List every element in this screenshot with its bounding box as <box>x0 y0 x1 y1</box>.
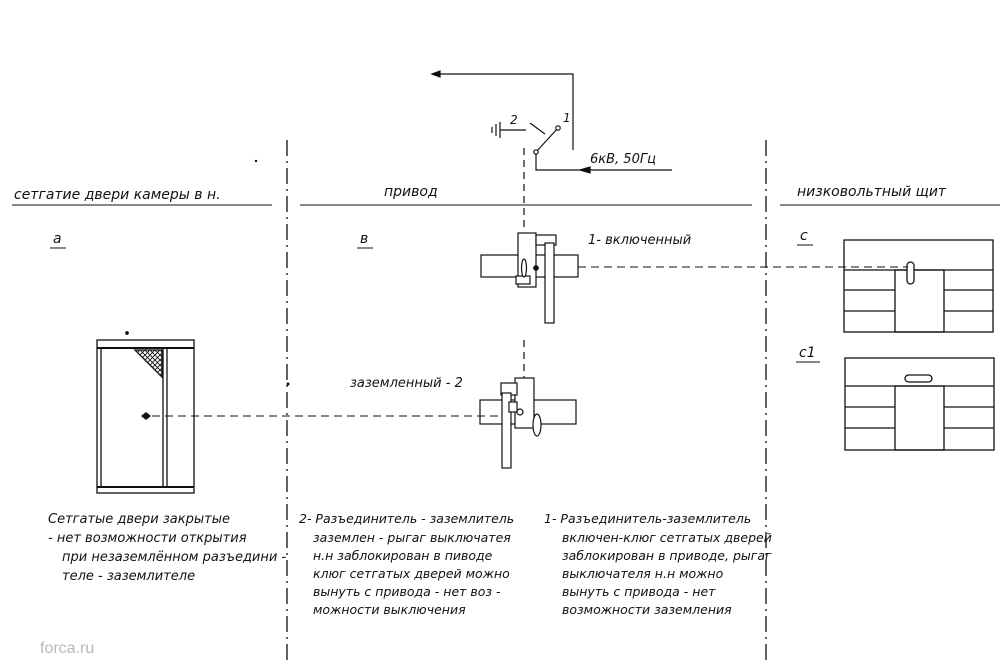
header-right: низковольтный щит <box>797 184 947 200</box>
caption-left: Сетгатые двери закрытые - нет возможност… <box>48 512 286 584</box>
lv-panel-c1 <box>844 357 995 451</box>
svg-text:Сетгатые двери закрытые: Сетгатые двери закрытые <box>48 512 230 527</box>
svg-text:включен-клюг сетгатых дверей: включен-клюг сетгатых дверей <box>562 530 772 545</box>
svg-text:- нет возможности открытия: - нет возможности открытия <box>48 531 247 546</box>
svg-text:клюг сетгатых дверей можно: клюг сетгатых дверей можно <box>313 566 510 581</box>
switch-pos-2: 2 <box>510 113 518 127</box>
drive-on <box>480 232 579 324</box>
svg-text:1- Разъединитель-заземлитель: 1- Разъединитель-заземлитель <box>544 511 751 526</box>
state-grounded-label: заземленный - 2 <box>350 376 463 391</box>
svg-text:вынуть с привода - нет: вынуть с привода - нет <box>562 584 716 599</box>
caption-right: 1- Разъединитель-заземлитель включен-клю… <box>544 511 772 617</box>
svg-text:вынуть с привода - нет воз -: вынуть с привода - нет воз - <box>313 584 501 599</box>
disconnector-switch <box>430 70 672 174</box>
panel-letter-c: с <box>800 228 808 244</box>
panel-letter-c1: с1 <box>799 345 816 361</box>
mesh-doors <box>96 331 195 494</box>
state-on-label: 1- включенный <box>588 233 691 248</box>
header-middle: привод <box>384 184 438 200</box>
svg-text:выключателя н.н можно: выключателя н.н можно <box>562 566 724 581</box>
panel-letter-a: а <box>53 231 62 247</box>
supply-label: 6кВ, 50Гц <box>590 152 656 167</box>
svg-text:теле - заземлителе: теле - заземлителе <box>62 569 195 584</box>
svg-text:заблокирован в приводе, рыгаг: заблокирован в приводе, рыгаг <box>562 548 772 563</box>
watermark: forca.ru <box>40 640 94 657</box>
svg-text:при незаземлённом разъедини -: при незаземлённом разъедини - <box>62 550 286 565</box>
svg-text:заземлен - рыгаг выключатея: заземлен - рыгаг выключатея <box>313 530 511 545</box>
caption-middle: 2- Разъединитель - заземлитель заземлен … <box>299 511 514 617</box>
header-left: сетгатие двери камеры в н. <box>14 187 221 203</box>
lv-panel-c <box>843 239 994 333</box>
svg-text:можности выключения: можности выключения <box>313 602 466 617</box>
switch-pos-1: 1 <box>563 111 571 125</box>
svg-text:возможности заземления: возможности заземления <box>562 602 732 617</box>
door-lock-diamond <box>141 412 151 420</box>
panel-letter-b: в <box>360 231 368 247</box>
svg-text:н.н заблокирован в пиводе: н.н заблокирован в пиводе <box>313 548 493 563</box>
drive-grounded <box>479 377 577 469</box>
svg-text:2- Разъединитель - заземлитель: 2- Разъединитель - заземлитель <box>299 511 514 526</box>
